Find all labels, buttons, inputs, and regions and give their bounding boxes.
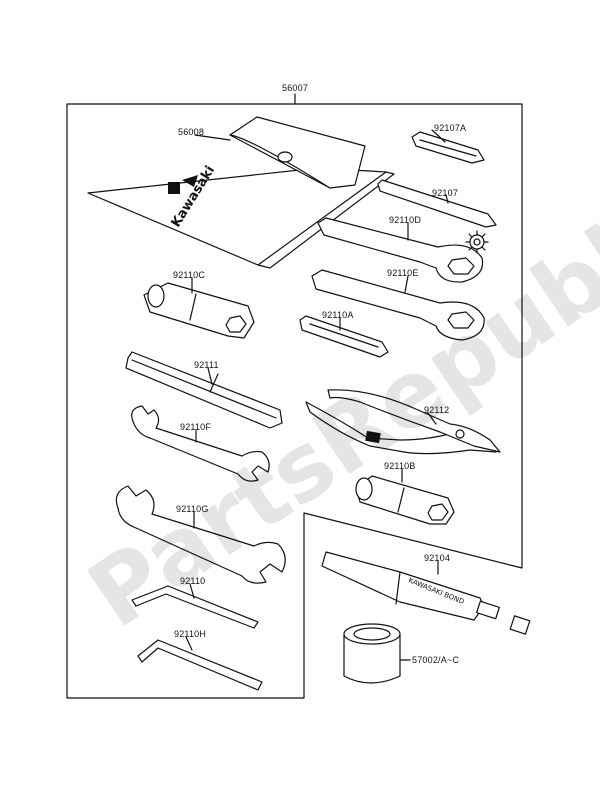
gear-icon bbox=[465, 230, 489, 254]
screwdriver-bit bbox=[411, 131, 485, 164]
extension-handle bbox=[125, 351, 283, 429]
label-92110D: 92110D bbox=[389, 215, 422, 225]
box-wrench-d bbox=[317, 217, 484, 283]
socket-c bbox=[143, 282, 255, 339]
open-wrench-g bbox=[115, 485, 286, 584]
leader-92110E bbox=[404, 275, 409, 293]
label-92110A: 92110A bbox=[322, 310, 354, 320]
label-92111: 92111 bbox=[194, 360, 219, 370]
socket-b bbox=[355, 475, 455, 525]
pliers bbox=[305, 389, 501, 455]
label-92112: 92112 bbox=[424, 405, 450, 415]
leader-56008 bbox=[194, 134, 231, 141]
leader-92112 bbox=[427, 412, 437, 425]
label-92110E: 92110E bbox=[387, 268, 419, 278]
leader-92110H bbox=[185, 636, 193, 651]
label-57002: 57002/A~C bbox=[412, 655, 460, 665]
label-92110C: 92110C bbox=[173, 270, 206, 280]
label-92110: 92110 bbox=[180, 576, 206, 586]
label-92110G: 92110G bbox=[176, 504, 209, 514]
hex-key-h bbox=[137, 639, 263, 691]
box-wrench-e bbox=[311, 269, 485, 341]
screwdriver bbox=[377, 179, 497, 228]
label-92107A: 92107A bbox=[434, 123, 467, 133]
label-92110B: 92110B bbox=[384, 461, 416, 471]
leader-92110 bbox=[189, 583, 195, 599]
leader-92107A bbox=[431, 129, 446, 143]
thin-wrench-a bbox=[299, 315, 389, 358]
frame-outline bbox=[66, 103, 523, 699]
label-92110F: 92110F bbox=[180, 422, 212, 432]
label-92107: 92107 bbox=[432, 188, 459, 198]
open-wrench-f bbox=[131, 405, 270, 482]
label-56008: 56008 bbox=[178, 127, 205, 137]
label-56007: 56007 bbox=[282, 83, 309, 93]
grease-can bbox=[343, 623, 401, 684]
hex-key bbox=[131, 585, 259, 629]
label-92104: 92104 bbox=[424, 553, 451, 563]
leader-92107 bbox=[445, 194, 449, 204]
bond-tube: KAWASAKI BOND bbox=[321, 551, 531, 635]
label-92110H: 92110H bbox=[174, 629, 207, 639]
leader-92111 bbox=[207, 367, 213, 385]
tool-pouch: Kawasaki bbox=[87, 116, 395, 269]
